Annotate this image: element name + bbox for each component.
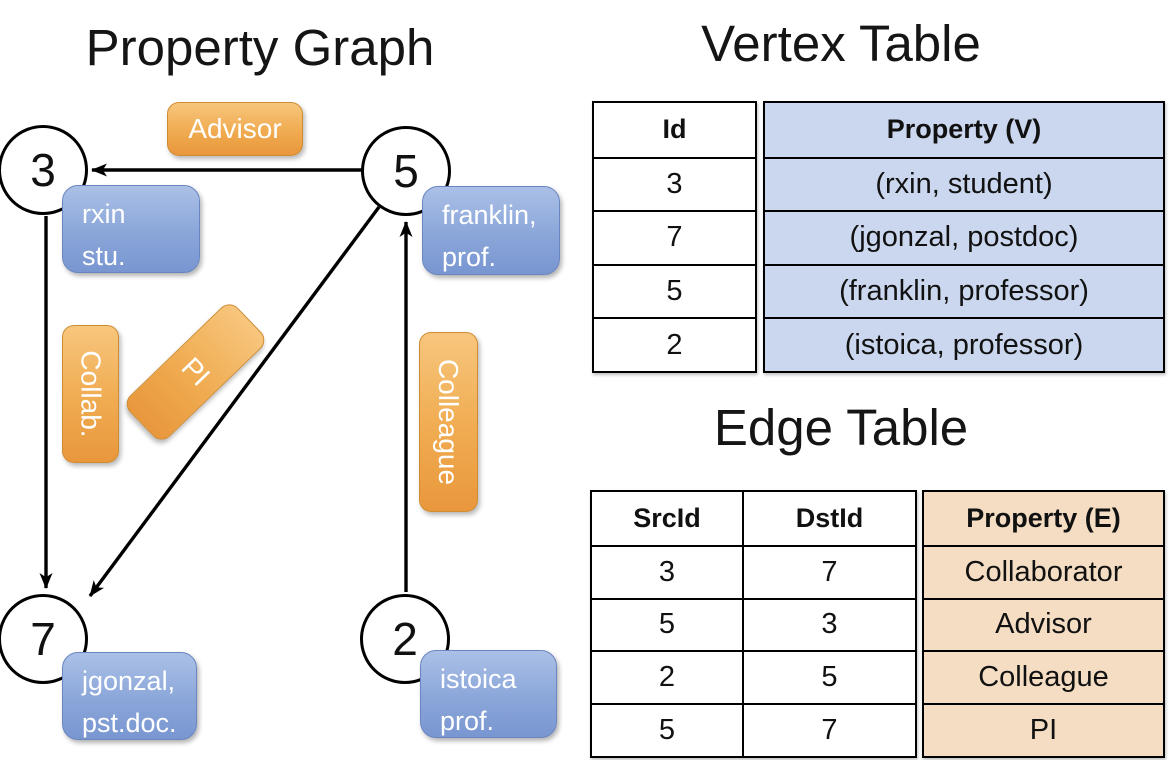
edge-table-id-columns: SrcId DstId 3 7 5 3 2 5 5 7 [590,490,917,758]
edge-srcid-cell: 2 [592,650,742,703]
node-id: 3 [30,144,56,196]
edge-dstid-cell: 7 [742,544,915,598]
vertex-label-line2: prof. [442,242,497,272]
edge-srcid-cell: 5 [592,703,742,756]
edge-label-text: Colleague [433,358,465,486]
node-id: 2 [392,613,418,665]
edge-label-collab: Collab. [62,325,119,463]
edge-label-text: Advisor [188,113,282,144]
vertex-label-line1: istoica [440,664,517,694]
edge-dstid-cell: 7 [742,703,915,756]
vertex-table-header-id: Id [662,114,687,145]
edge-srcid-cell: 3 [592,544,742,598]
property-graph-title: Property Graph [85,19,435,76]
edge-table-property-column: Property (E) Collaborator Advisor Collea… [922,490,1165,758]
edge-label-advisor: Advisor [167,102,303,156]
vertex-id-cell: 3 [594,156,755,211]
edge-table-title: Edge Table [713,399,969,456]
vertex-table-header-property: Property (V) [765,103,1163,157]
vertex-id-cell: 5 [594,263,755,318]
vertex-label-line1: jgonzal, [82,666,176,696]
vertex-property-cell: (istoica, professor) [765,317,1163,371]
vertex-label-rxin: rxin stu. [62,185,200,273]
graph-node-2: 2 [360,594,450,684]
vertex-id-cell: 2 [594,317,755,371]
edge-5-to-7 [88,205,381,598]
edge-table-header-srcid: SrcId [633,502,701,533]
vertex-label-istoica: istoica prof. [420,650,557,738]
vertex-label-line1: rxin [82,199,126,229]
edge-table-header-property: Property (E) [924,492,1163,545]
node-id: 7 [30,613,56,665]
edge-dstid-cell: 5 [742,650,915,704]
vertex-label-line2: prof. [440,706,495,736]
edge-property-cell: Colleague [924,650,1163,704]
edge-label-text: Collab. [75,350,107,438]
edge-srcid-cell: 5 [592,597,742,651]
vertex-id-cell: 7 [594,210,755,264]
edge-dstid-cell: 3 [742,597,915,651]
vertex-label-line2: stu. [82,241,126,271]
edge-property-cell: Collaborator [924,544,1163,598]
graph-node-5: 5 [361,126,451,216]
edge-label-colleague: Colleague [419,332,478,512]
vertex-table-title: Vertex Table [701,15,981,72]
edge-table-header-dstid: DstId [742,492,915,545]
vertex-property-cell: (jgonzal, postdoc) [765,210,1163,264]
graph-edges [39,163,413,598]
vertex-property-cell: (franklin, professor) [765,263,1163,318]
vertex-property-cell: (rxin, student) [765,156,1163,211]
vertex-label-franklin: franklin, prof. [422,186,560,275]
edge-label-text: PI [175,351,217,392]
vertex-table-property-column: Property (V) (rxin, student) (jgonzal, p… [763,101,1165,373]
edge-property-cell: PI [924,703,1163,756]
node-id: 5 [393,145,419,197]
vertex-table-id-column: Id 3 7 5 2 [592,101,757,373]
vertex-label-jgonzal: jgonzal, pst.doc. [62,652,197,740]
vertex-label-line2: pst.doc. [82,708,177,738]
edge-property-cell: Advisor [924,597,1163,651]
vertex-label-line1: franklin, [442,200,537,230]
